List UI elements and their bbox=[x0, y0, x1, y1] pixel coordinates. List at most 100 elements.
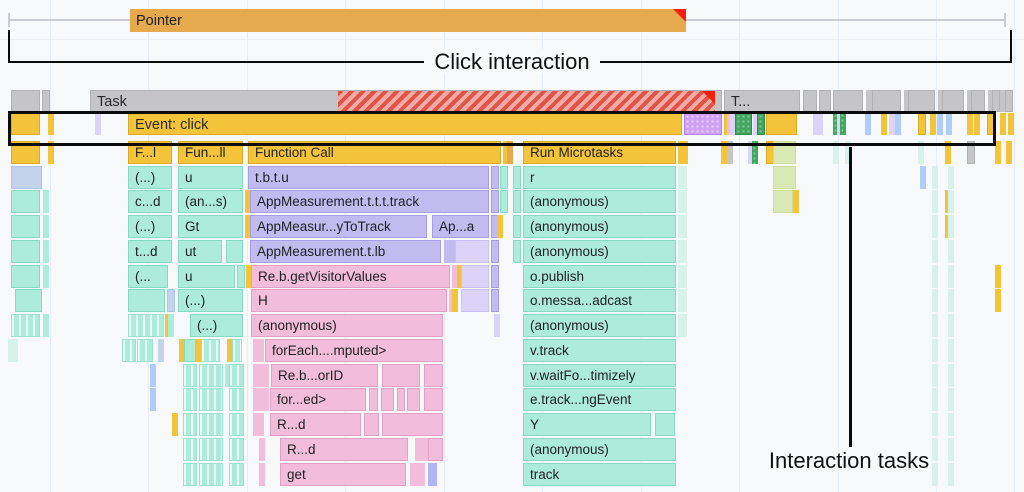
flame-sliver[interactable] bbox=[491, 265, 499, 288]
flame-bar-get[interactable]: get bbox=[280, 463, 406, 486]
flame-sliver[interactable] bbox=[684, 113, 722, 135]
flame-bar-h[interactable]: H bbox=[251, 289, 447, 312]
flame-sliver[interactable] bbox=[681, 166, 687, 189]
flame-sliver[interactable] bbox=[803, 90, 817, 112]
flame-sliver[interactable] bbox=[932, 463, 938, 486]
flame-sliver[interactable] bbox=[735, 113, 752, 135]
flame-sliver[interactable] bbox=[932, 413, 938, 436]
flame-sliver[interactable] bbox=[833, 90, 863, 112]
flame-sliver[interactable] bbox=[932, 265, 938, 288]
flame-sliver[interactable] bbox=[369, 388, 378, 411]
flame-sliver[interactable] bbox=[253, 413, 259, 436]
flame-sliver[interactable] bbox=[904, 90, 910, 112]
flame-sliver[interactable] bbox=[942, 90, 964, 112]
flame-sliver[interactable] bbox=[229, 364, 244, 387]
flame-sliver[interactable] bbox=[150, 388, 156, 411]
flame-sliver[interactable] bbox=[948, 289, 954, 312]
flame-sliver[interactable] bbox=[246, 265, 252, 288]
flame-sliver[interactable] bbox=[253, 364, 259, 387]
flame-bar-e-track-ngevent[interactable]: e.track...ngEvent bbox=[523, 388, 676, 411]
flame-sliver[interactable] bbox=[730, 113, 736, 135]
flame-sliver[interactable] bbox=[932, 314, 938, 337]
flame-sliver[interactable] bbox=[424, 388, 443, 411]
flame-sliver[interactable] bbox=[840, 113, 846, 135]
flame-sliver[interactable] bbox=[461, 289, 489, 312]
flame-sliver[interactable] bbox=[381, 388, 394, 411]
flame-bar-fun-ll[interactable]: Fun...ll bbox=[178, 141, 243, 164]
flame-bar-f-l[interactable]: F...l bbox=[128, 141, 172, 164]
flame-sliver[interactable] bbox=[932, 438, 938, 461]
flame-sliver[interactable] bbox=[992, 90, 1000, 112]
flame-sliver[interactable] bbox=[881, 113, 887, 135]
flame-sliver[interactable] bbox=[199, 413, 223, 436]
flame-sliver[interactable] bbox=[945, 141, 951, 164]
flame-sliver[interactable] bbox=[452, 265, 458, 288]
flame-sliver[interactable] bbox=[424, 364, 443, 387]
flame-bar-track[interactable]: track bbox=[523, 463, 676, 486]
flame-bar-event-click[interactable]: Event: click bbox=[128, 113, 682, 135]
flame-sliver[interactable] bbox=[245, 215, 251, 238]
flame-sliver[interactable] bbox=[681, 240, 687, 263]
flame-sliver[interactable] bbox=[865, 113, 871, 135]
flame-sliver[interactable] bbox=[199, 364, 223, 387]
flame-sliver[interactable] bbox=[43, 314, 49, 337]
flame-sliver[interactable] bbox=[932, 289, 938, 312]
flame-sliver[interactable] bbox=[494, 314, 500, 337]
flame-bar-y[interactable]: Y bbox=[523, 413, 651, 436]
flame-bar-foreach-mputed[interactable]: forEach....mputed> bbox=[265, 339, 443, 362]
flame-sliver[interactable] bbox=[948, 190, 954, 213]
flame-sliver[interactable] bbox=[428, 463, 437, 486]
flame-sliver[interactable] bbox=[167, 289, 175, 312]
flame-sliver[interactable] bbox=[196, 339, 202, 362]
flame-bar-[interactable]: (...) bbox=[128, 166, 172, 189]
flame-sliver[interactable] bbox=[150, 364, 156, 387]
flame-sliver[interactable] bbox=[513, 240, 521, 263]
flame-sliver[interactable] bbox=[232, 339, 242, 362]
flame-sliver[interactable] bbox=[258, 364, 264, 387]
flame-sliver[interactable] bbox=[681, 215, 687, 238]
flame-sliver[interactable] bbox=[513, 215, 521, 238]
flame-sliver[interactable] bbox=[428, 438, 443, 461]
flame-sliver[interactable] bbox=[455, 240, 489, 263]
flame-bar-u[interactable]: u bbox=[178, 265, 235, 288]
flame-sliver[interactable] bbox=[382, 364, 420, 387]
flame-sliver[interactable] bbox=[995, 265, 1001, 288]
flame-sliver[interactable] bbox=[748, 141, 754, 164]
flame-sliver[interactable] bbox=[845, 141, 851, 164]
flame-sliver[interactable] bbox=[971, 90, 985, 112]
flame-bar-r-d[interactable]: R...d bbox=[270, 413, 361, 436]
flame-sliver[interactable] bbox=[866, 90, 872, 112]
flame-sliver[interactable] bbox=[513, 190, 521, 213]
flame-sliver[interactable] bbox=[507, 141, 513, 164]
flame-sliver[interactable] bbox=[948, 438, 954, 461]
flame-bar-gt[interactable]: Gt bbox=[178, 215, 243, 238]
flame-sliver[interactable] bbox=[11, 265, 40, 288]
flame-bar-o-messa-adcast[interactable]: o.messa...adcast bbox=[523, 289, 676, 312]
flame-sliver[interactable] bbox=[43, 190, 49, 213]
flame-sliver[interactable] bbox=[95, 113, 101, 135]
flame-sliver[interactable] bbox=[457, 265, 463, 288]
flame-bar-for-ed[interactable]: for...ed> bbox=[270, 388, 366, 411]
flame-sliver[interactable] bbox=[11, 240, 40, 263]
flame-bar-ap-a[interactable]: Ap...a bbox=[432, 215, 489, 238]
flame-sliver[interactable] bbox=[932, 388, 938, 411]
flame-bar-anonymous[interactable]: (anonymous) bbox=[523, 314, 676, 337]
flame-sliver[interactable] bbox=[43, 265, 49, 288]
flame-bar-[interactable]: (... bbox=[128, 265, 168, 288]
pointer-interaction-bar[interactable]: Pointer bbox=[130, 9, 686, 32]
flame-bar-o-publish[interactable]: o.publish bbox=[523, 265, 676, 288]
flame-sliver[interactable] bbox=[183, 388, 197, 411]
flame-sliver[interactable] bbox=[503, 141, 509, 164]
flame-sliver[interactable] bbox=[819, 90, 831, 112]
flame-sliver[interactable] bbox=[1006, 141, 1012, 164]
flame-sliver[interactable] bbox=[253, 388, 259, 411]
flame-sliver[interactable] bbox=[948, 240, 954, 263]
flame-bar-anonymous[interactable]: (anonymous) bbox=[523, 190, 676, 213]
flame-sliver[interactable] bbox=[12, 339, 18, 362]
flame-sliver[interactable] bbox=[179, 339, 185, 362]
flame-sliver[interactable] bbox=[258, 388, 264, 411]
flame-sliver[interactable] bbox=[444, 240, 450, 263]
flame-sliver[interactable] bbox=[415, 438, 421, 461]
flame-sliver[interactable] bbox=[752, 141, 758, 164]
flame-bar-[interactable]: (...) bbox=[128, 215, 172, 238]
